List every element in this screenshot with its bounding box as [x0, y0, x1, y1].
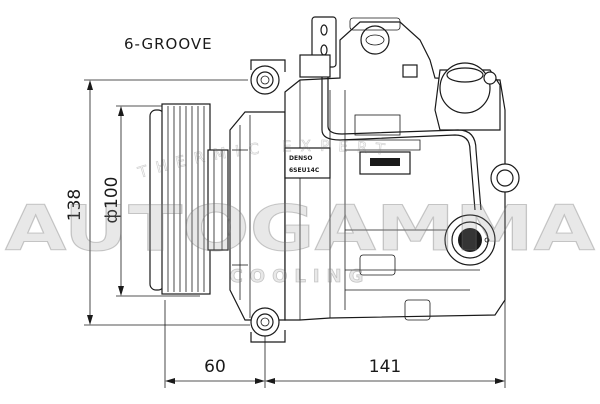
nameplate: DENSO 6SEU14C	[284, 147, 411, 179]
pulley	[149, 103, 229, 295]
dimension-lines	[84, 79, 506, 388]
nameplate-part: 6SEU14C	[289, 167, 320, 174]
dim-length-label: 141	[369, 357, 401, 377]
dim-pulley-diameter-label: ф100	[102, 177, 122, 224]
dim-offset-label: 60	[204, 357, 226, 377]
groove-note: 6-GROOVE	[124, 35, 213, 53]
control-valve	[444, 214, 496, 266]
dim-height-label: 138	[65, 189, 85, 221]
electrical-connector	[299, 16, 482, 211]
watermark-sub: COOLING	[230, 266, 371, 287]
rear-port	[434, 62, 520, 193]
nameplate-brand: DENSO	[289, 155, 313, 162]
watermark-main: AUTOGAMMA	[5, 192, 595, 265]
front-housing	[229, 59, 286, 343]
